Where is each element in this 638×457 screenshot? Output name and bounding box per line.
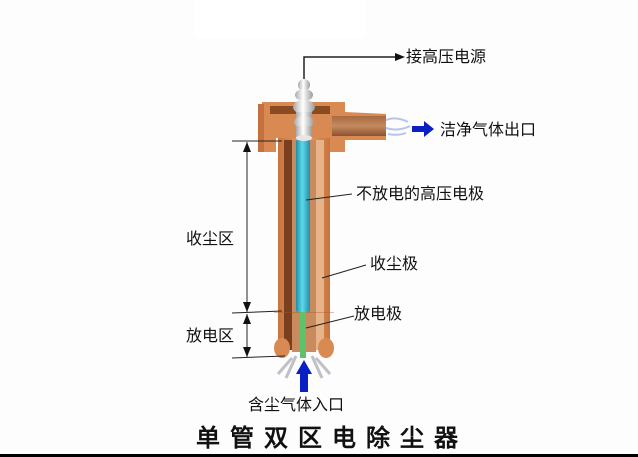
label-clean-gas-outlet: 洁净气体出口	[440, 120, 537, 139]
label-non-discharge-hv-electrode: 不放电的高压电极	[356, 184, 485, 203]
discharge-wire	[300, 312, 306, 358]
label-hv-power: 接高压电源	[406, 47, 487, 66]
outlet-arrow-icon	[412, 121, 434, 137]
inlet-arrow-icon	[296, 360, 312, 392]
label-collecting-electrode: 收尘极	[370, 254, 419, 273]
insulator-stack	[293, 79, 315, 141]
clean-gas-outlet-flow	[385, 117, 434, 137]
zone-dimension-lines	[231, 140, 286, 359]
label-discharge-electrode: 放电极	[354, 304, 403, 323]
blank-panel	[195, 0, 365, 38]
bottom-rule	[0, 454, 638, 457]
label-dust-gas-inlet: 含尘气体入口	[248, 395, 345, 414]
diagram-title: 单管双区电除尘器	[196, 423, 468, 452]
leader-lines	[305, 193, 367, 329]
dust-gas-inlet-flow	[276, 355, 332, 392]
label-collection-zone: 收尘区	[186, 229, 235, 248]
hv-rod	[296, 140, 310, 312]
dimension-arrowheads	[243, 142, 251, 357]
label-discharge-zone: 放电区	[186, 326, 235, 345]
hv-lead-line	[303, 53, 405, 80]
